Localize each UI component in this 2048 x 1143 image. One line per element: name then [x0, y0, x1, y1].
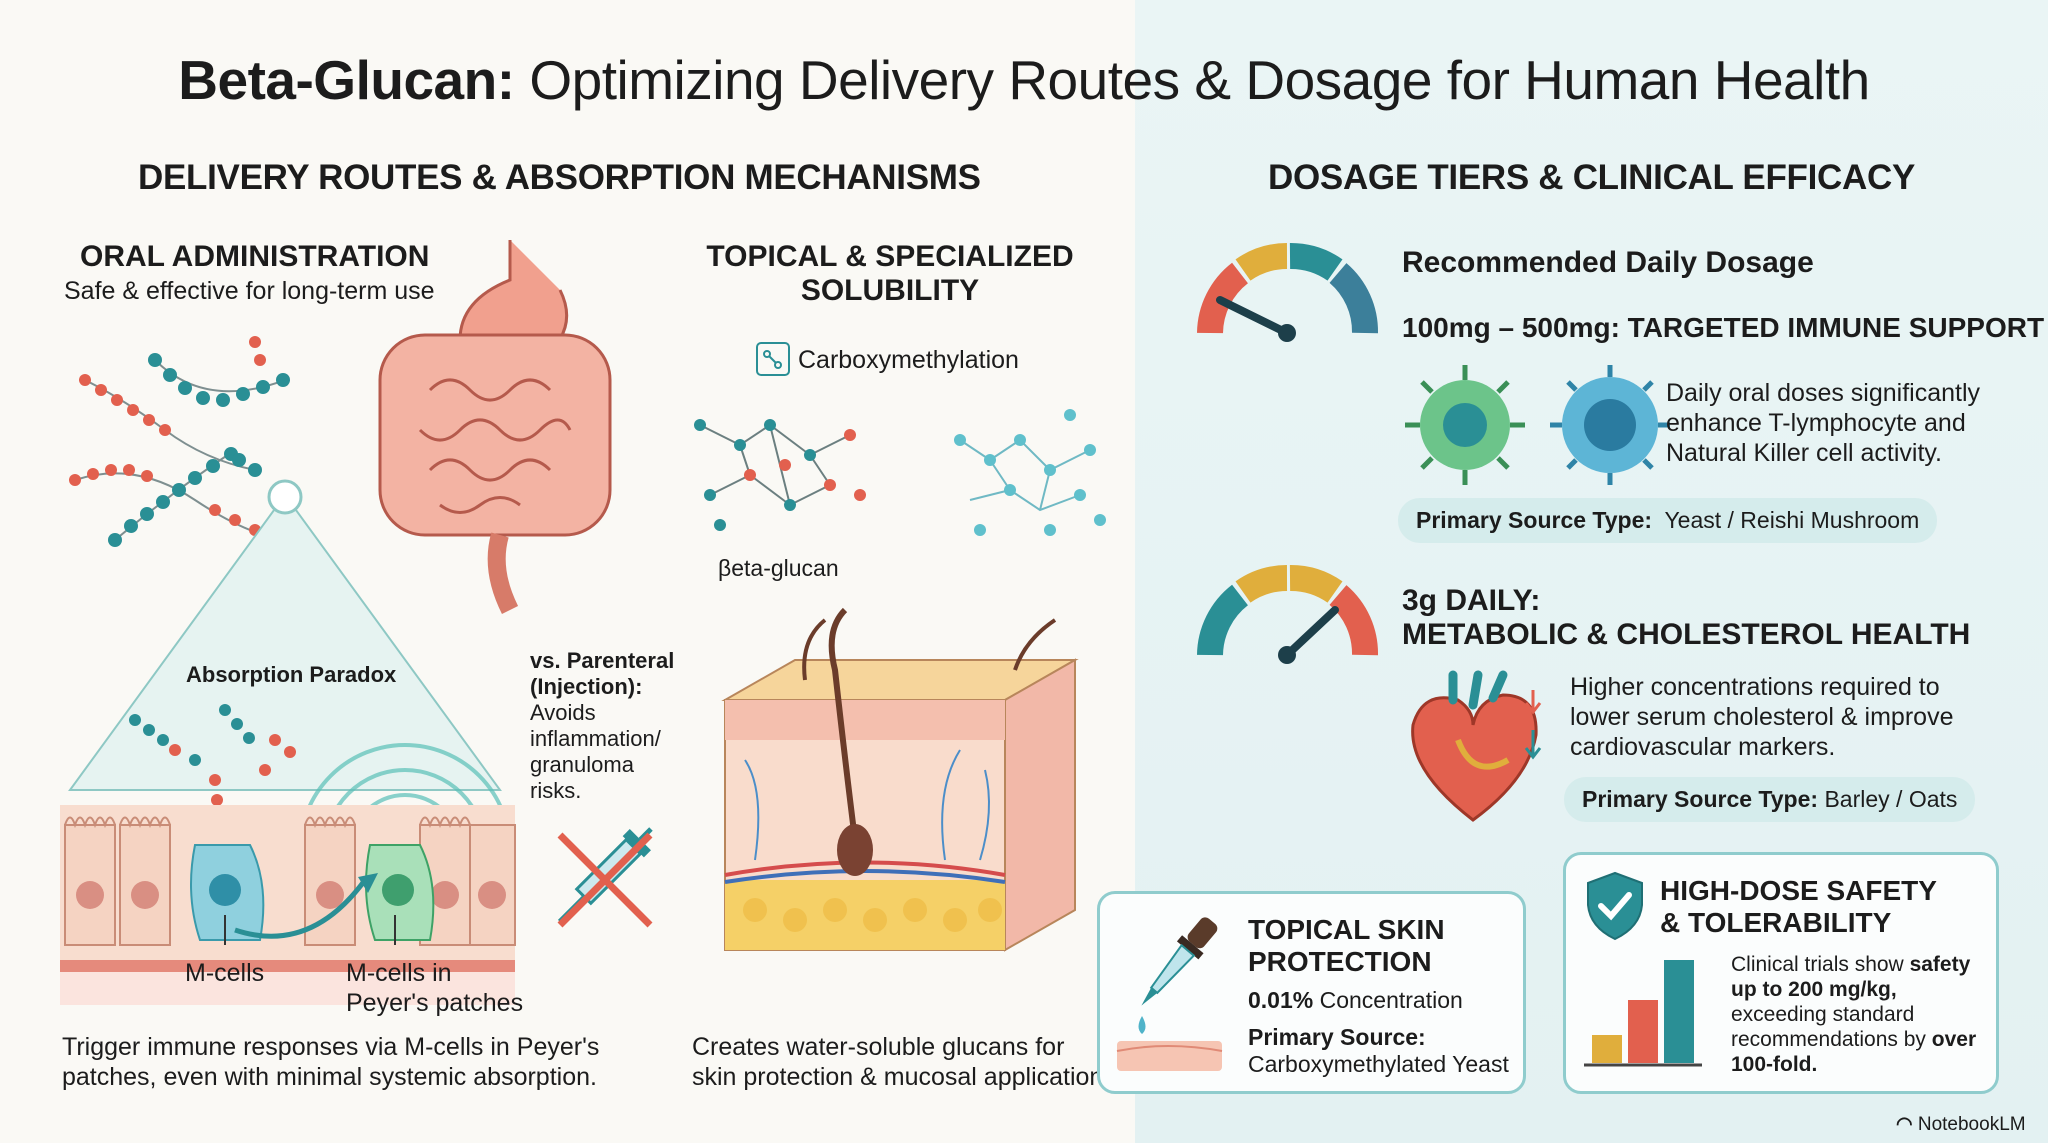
- oral-caption: Trigger immune responses via M-cells in …: [62, 1033, 600, 1091]
- topical-caption: Creates water-soluble glucans for skin p…: [692, 1033, 1111, 1091]
- oral-title: ORAL ADMINISTRATION: [80, 240, 430, 273]
- carboxymethylation-label: Carboxymethylation: [798, 346, 1019, 374]
- beta-glucan-label: βeta-glucan: [718, 555, 839, 581]
- safety-card-text: Clinical trials show safety up to 200 mg…: [1731, 953, 1977, 1076]
- dose-bar-chart-icon: [1584, 960, 1702, 1067]
- digestive-system-illustration: [378, 240, 612, 615]
- tier2-source-pill: Primary Source Type: Barley / Oats: [1564, 777, 1976, 822]
- heart-icon: [1411, 670, 1542, 822]
- oral-subtitle: Safe & effective for long-term use: [64, 277, 435, 305]
- tier1-source-pill: Primary Source Type: Yeast / Reishi Mush…: [1398, 498, 1938, 543]
- tier1-title: Recommended Daily Dosage: [1402, 246, 1814, 279]
- parenteral-title: vs. Parenteral (Injection):: [530, 648, 675, 699]
- topical-card-concentration: 0.01% Concentration: [1248, 987, 1463, 1013]
- skin-cross-section-illustration: [721, 607, 1079, 952]
- safety-card-title: HIGH-DOSE SAFETY& TOLERABILITY: [1660, 875, 1937, 938]
- high-dose-safety-card: HIGH-DOSE SAFETY& TOLERABILITY Clinical …: [1563, 852, 1999, 1094]
- delivery-routes-heading: DELIVERY ROUTES & ABSORPTION MECHANISMS: [138, 158, 981, 197]
- dropper-icon: [1116, 917, 1223, 1071]
- tier2-title: 3g DAILY:METABOLIC & CHOLESTEROL HEALTH: [1402, 584, 1971, 651]
- brand-label: ◠ NotebookLM: [1896, 1114, 2026, 1135]
- page-title: Beta-Glucan: Optimizing Delivery Routes …: [178, 49, 1870, 111]
- beta-glucan-chain-illustration: [69, 336, 299, 547]
- soluble-glucan-illustration: [954, 409, 1106, 536]
- beta-glucan-structure-illustration: [694, 419, 866, 531]
- carboxymethylation-icon: [756, 342, 790, 376]
- absorption-paradox-label: Absorption Paradox: [186, 662, 397, 687]
- parenteral-text: Avoids inflammation/ granuloma risks.: [530, 700, 661, 803]
- tier1-desc: Daily oral doses significantly enhance T…: [1666, 379, 1981, 467]
- m-cells-label: M-cells: [185, 959, 265, 987]
- intestinal-epithelium-illustration: [60, 805, 516, 1005]
- m-cells-peyer-label: M-cells in Peyer's patches: [346, 959, 524, 1017]
- dosage-tiers-heading: DOSAGE TIERS & CLINICAL EFFICACY: [1268, 158, 1916, 197]
- immune-cells-icon: [1405, 365, 1670, 485]
- tier2-desc: Higher concentrations required to lower …: [1570, 673, 1954, 761]
- tier1-range: 100mg – 500mg: TARGETED IMMUNE SUPPORT: [1402, 312, 2045, 343]
- topical-card-source: Primary Source:Carboxymethylated Yeast: [1248, 1024, 1509, 1077]
- absorption-cone: [68, 479, 502, 791]
- syringe-crossed-icon: [557, 827, 653, 928]
- gauge-low-icon: [1197, 243, 1378, 342]
- glucan-on-cell-illustration: [129, 704, 296, 806]
- shield-check-icon: [1587, 871, 1643, 941]
- notebooklm-icon: ◠: [1896, 1114, 1918, 1135]
- gauge-high-icon: [1197, 565, 1378, 664]
